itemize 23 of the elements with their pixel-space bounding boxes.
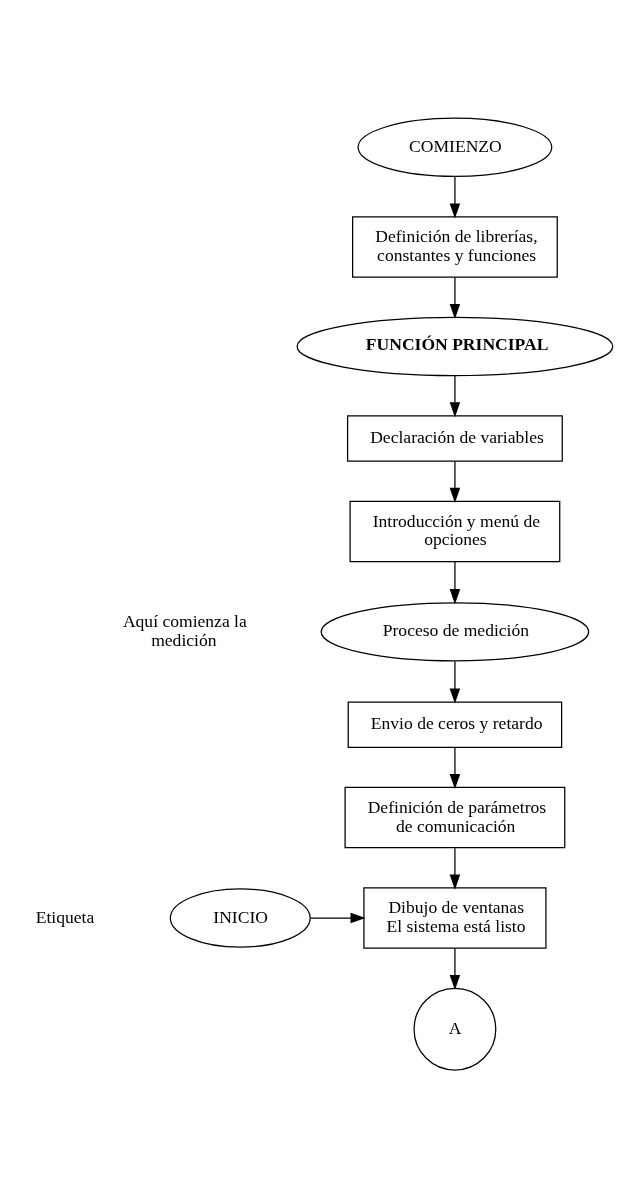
node-box: Declaración de variables <box>346 414 563 462</box>
node-box: Definición de librerías, constantes y funciones <box>352 215 558 278</box>
label: Etiqueta <box>35 906 95 927</box>
node-box: Envio de ceros y retardo <box>347 701 563 748</box>
arrow <box>449 660 461 704</box>
arrow <box>449 746 461 789</box>
node-ellipse: INICIO <box>169 887 311 948</box>
arrow <box>449 560 461 604</box>
arrow <box>449 460 461 503</box>
arrow <box>449 847 461 890</box>
label: Aquí comienza la medición <box>122 610 247 650</box>
arrow <box>449 947 461 990</box>
node-ellipse: FUNCIÓN PRINCIPAL <box>296 316 614 376</box>
node-box: Definición de parámetros de comunicación <box>344 786 566 848</box>
node-ellipse: COMIENZO <box>357 117 553 177</box>
node-box: Dibujo de ventanas El sistema está listo <box>363 886 547 949</box>
node-box: Introducción y menú de opciones <box>349 500 561 562</box>
arrow <box>449 175 461 218</box>
arrow <box>449 276 461 319</box>
arrow <box>310 912 366 923</box>
node-circle: A <box>413 987 497 1071</box>
node-ellipse: Proceso de medición <box>320 601 590 662</box>
arrow <box>449 374 461 417</box>
